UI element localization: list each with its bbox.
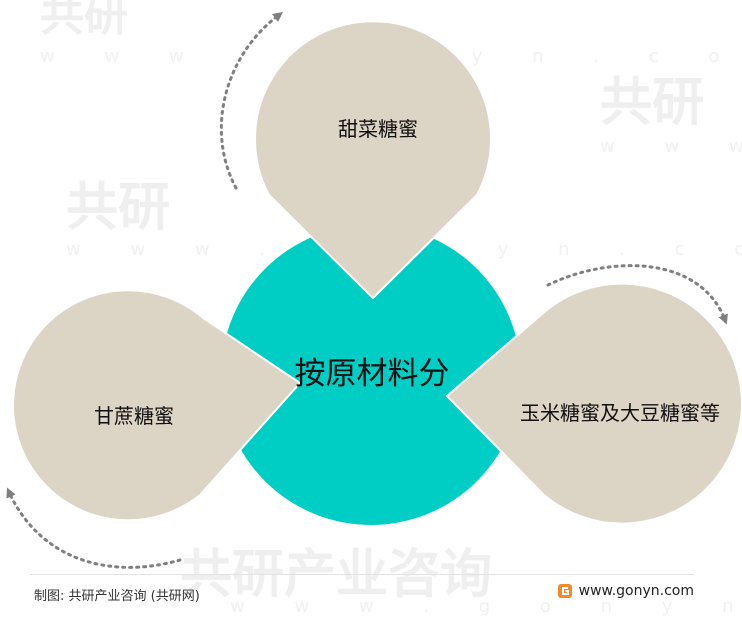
footer-site-url: www.gonyn.com (578, 583, 694, 599)
center-circle (221, 225, 521, 525)
petal-left (12, 289, 302, 522)
watermark-brand: 共研 (600, 73, 704, 133)
watermark: 共研 w w w . g o n y n . c o m 共研 w w w . … (40, 0, 742, 617)
petal-top-label: 甜菜糖蜜 (338, 117, 418, 141)
arrow-top-left (219, 12, 284, 190)
watermark-url: w w w . g o n y n . c o m (230, 596, 742, 617)
footer-site: www.gonyn.com (557, 583, 694, 599)
arrow-bottom-left (6, 487, 182, 569)
gonyn-logo-icon (557, 584, 572, 598)
watermark-brand: 共研 (66, 178, 170, 238)
petal-left-label: 甘蔗糖蜜 (94, 404, 174, 428)
watermark-brand: 共研 (40, 0, 128, 41)
watermark-url: w w w . g o n y n . c o m (600, 136, 742, 157)
watermark-brand-secondary: 共研产业咨询 (180, 545, 492, 605)
footer: 制图: 共研产业咨询 (共研网) www.gonyn.com (30, 574, 694, 613)
footer-credit: 制图: 共研产业咨询 (共研网) (34, 589, 200, 604)
petal-right-label: 玉米糖蜜及大豆糖蜜等 (520, 401, 720, 425)
center-label: 按原材料分 (295, 356, 450, 392)
arrow-right-top (546, 264, 728, 325)
petal-top (254, 20, 492, 300)
